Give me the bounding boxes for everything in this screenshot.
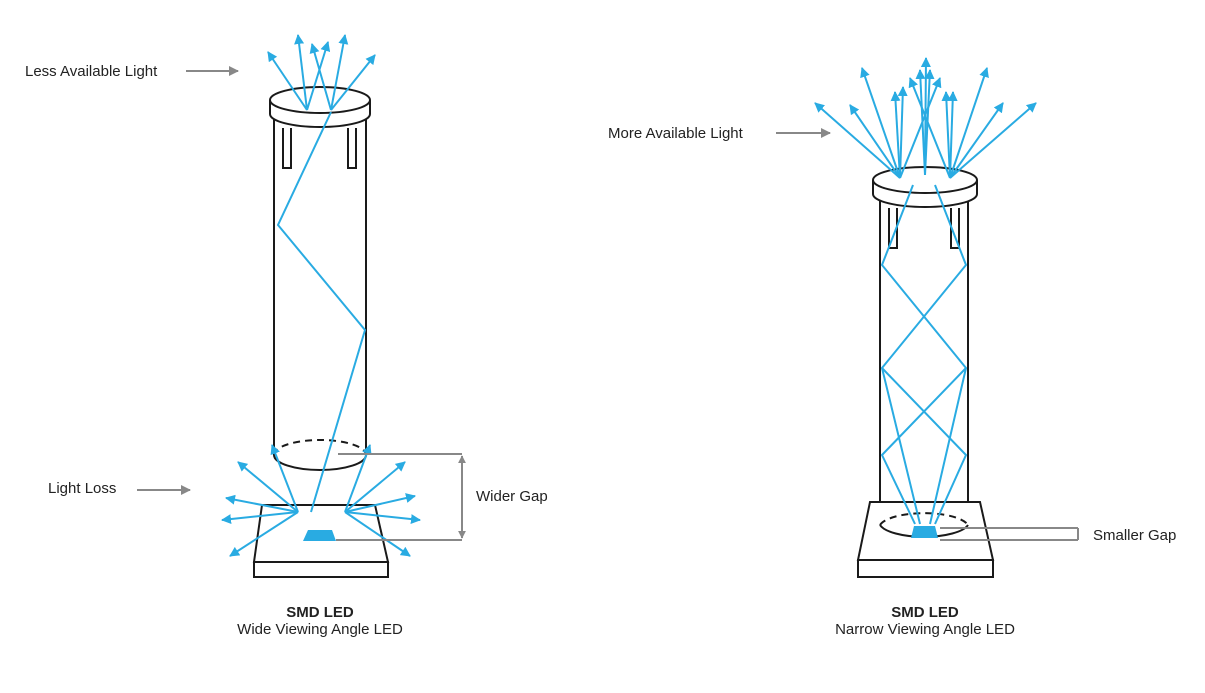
narrow-caption-subtitle: Narrow Viewing Angle LED	[835, 621, 1015, 638]
wider-gap-label: Wider Gap	[476, 488, 548, 505]
narrow-led-chip	[911, 526, 938, 538]
wide-caption-subtitle: Wide Viewing Angle LED	[237, 621, 403, 638]
light-loss-label: Light Loss	[48, 480, 117, 497]
narrow-angle-caption: SMD LED Narrow Viewing Angle LED	[775, 604, 1075, 638]
wide-angle-light-rays	[221, 34, 421, 557]
more-available-light-label: More Available Light	[608, 125, 743, 142]
narrow-angle-light-rays	[814, 57, 1037, 525]
narrow-angle-light-pipe	[872, 166, 978, 525]
wide-angle-caption: SMD LED Wide Viewing Angle LED	[170, 604, 470, 638]
wide-led-chip	[303, 530, 336, 541]
smaller-gap-label: Smaller Gap	[1093, 527, 1177, 544]
wider-gap-dimension	[336, 453, 466, 541]
wide-angle-light-pipe	[269, 86, 371, 471]
narrow-caption-title: SMD LED	[891, 604, 959, 621]
less-available-light-label: Less Available Light	[25, 63, 158, 80]
wide-caption-title: SMD LED	[286, 604, 354, 621]
smaller-gap-dimension	[940, 527, 1079, 541]
